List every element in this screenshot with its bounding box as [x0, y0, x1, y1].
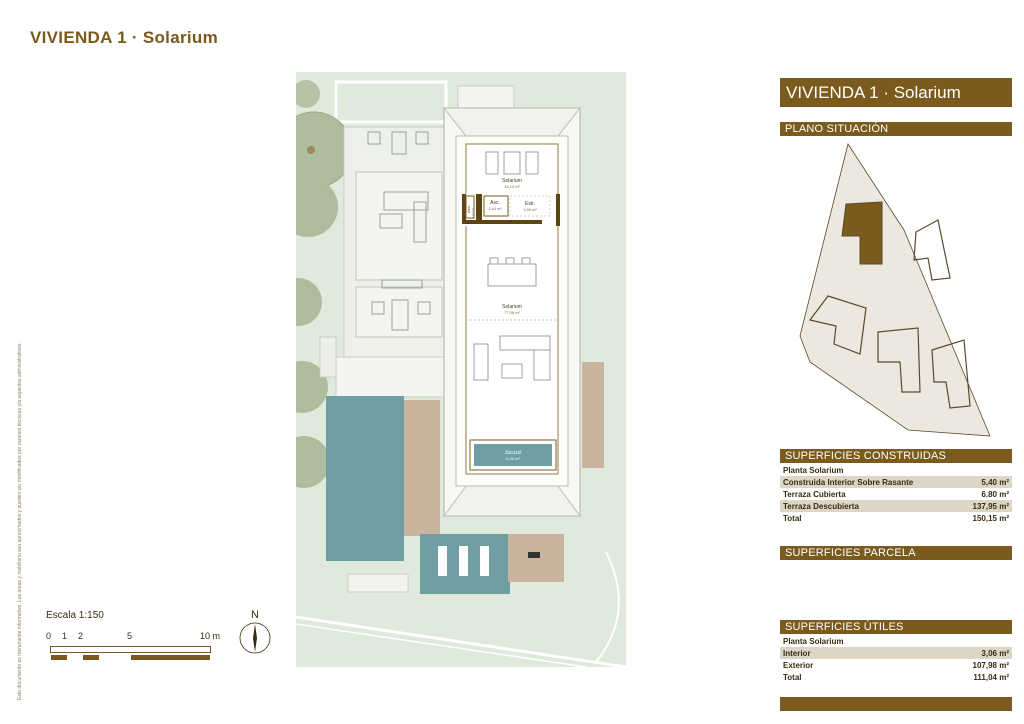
scale-tick-5: 5: [127, 631, 133, 641]
scale-bar: [50, 646, 211, 660]
room-label-jacuzzi: Jacuzzi: [505, 450, 522, 456]
room-label-alm: Alm.: [466, 205, 471, 213]
room-area-solarium-top: 16,10 m²: [504, 184, 520, 189]
plano-situacion-header: PLANO SITUACIÓN: [780, 122, 1012, 136]
table-subtitle: Planta Solarium: [783, 465, 844, 475]
superficies-construidas-header: SUPERFICIES CONSTRUIDAS: [780, 449, 1012, 463]
room-label-asc: Asc.: [490, 200, 500, 206]
scale-tick-1: 1: [62, 631, 68, 641]
floor-plan: Solarium 16,10 m² Alm. 1,07 m² Asc. 1,44…: [296, 72, 626, 667]
page-title: VIVIENDA 1 · Solarium: [30, 28, 218, 47]
superficies-utiles-header: SUPERFICIES ÚTILES: [780, 620, 1012, 634]
scale-tick-10: 10 m: [200, 631, 221, 641]
table-subtitle: Planta Solarium: [783, 636, 844, 646]
site-map: [780, 140, 1012, 440]
room-area-alm: 1,07 m²: [471, 208, 475, 218]
floor-plan-drawing: Solarium 16,10 m² Alm. 1,07 m² Asc. 1,44…: [296, 72, 626, 667]
room-label-solarium-main: Solarium: [502, 304, 522, 310]
room-area-asc: 1,44 m²: [488, 206, 502, 211]
footer-bar: [780, 697, 1012, 711]
room-area-jacuzzi: 5,30 m²: [506, 456, 520, 461]
site-map-drawing: [799, 143, 991, 437]
north-arrow: N: [238, 608, 272, 656]
north-label: N: [251, 609, 259, 621]
scale-bar-graphic: [51, 655, 210, 660]
panel-header: VIVIENDA 1 · Solarium: [780, 78, 1012, 107]
room-area-estr: 3,90 m²: [523, 207, 537, 212]
side-disclaimer: Este documento es meramente informativo.…: [14, 210, 28, 700]
scale-label: Escala 1:150: [46, 610, 104, 621]
room-label-solarium-top: Solarium: [502, 178, 522, 184]
superficies-construidas-table: Planta Solarium Construida Interior Sobr…: [780, 464, 1012, 524]
scale-tick-0: 0: [46, 631, 52, 641]
side-disclaimer-text: Este documento es meramente informativo.…: [17, 342, 23, 700]
scale-tick-2: 2: [78, 631, 84, 641]
room-area-solarium-main: 77,08 m²: [504, 310, 520, 315]
superficies-parcela-header: SUPERFICIES PARCELA: [780, 546, 1012, 560]
compass-icon: N: [239, 609, 271, 654]
room-label-estr: Estr.: [525, 201, 535, 207]
